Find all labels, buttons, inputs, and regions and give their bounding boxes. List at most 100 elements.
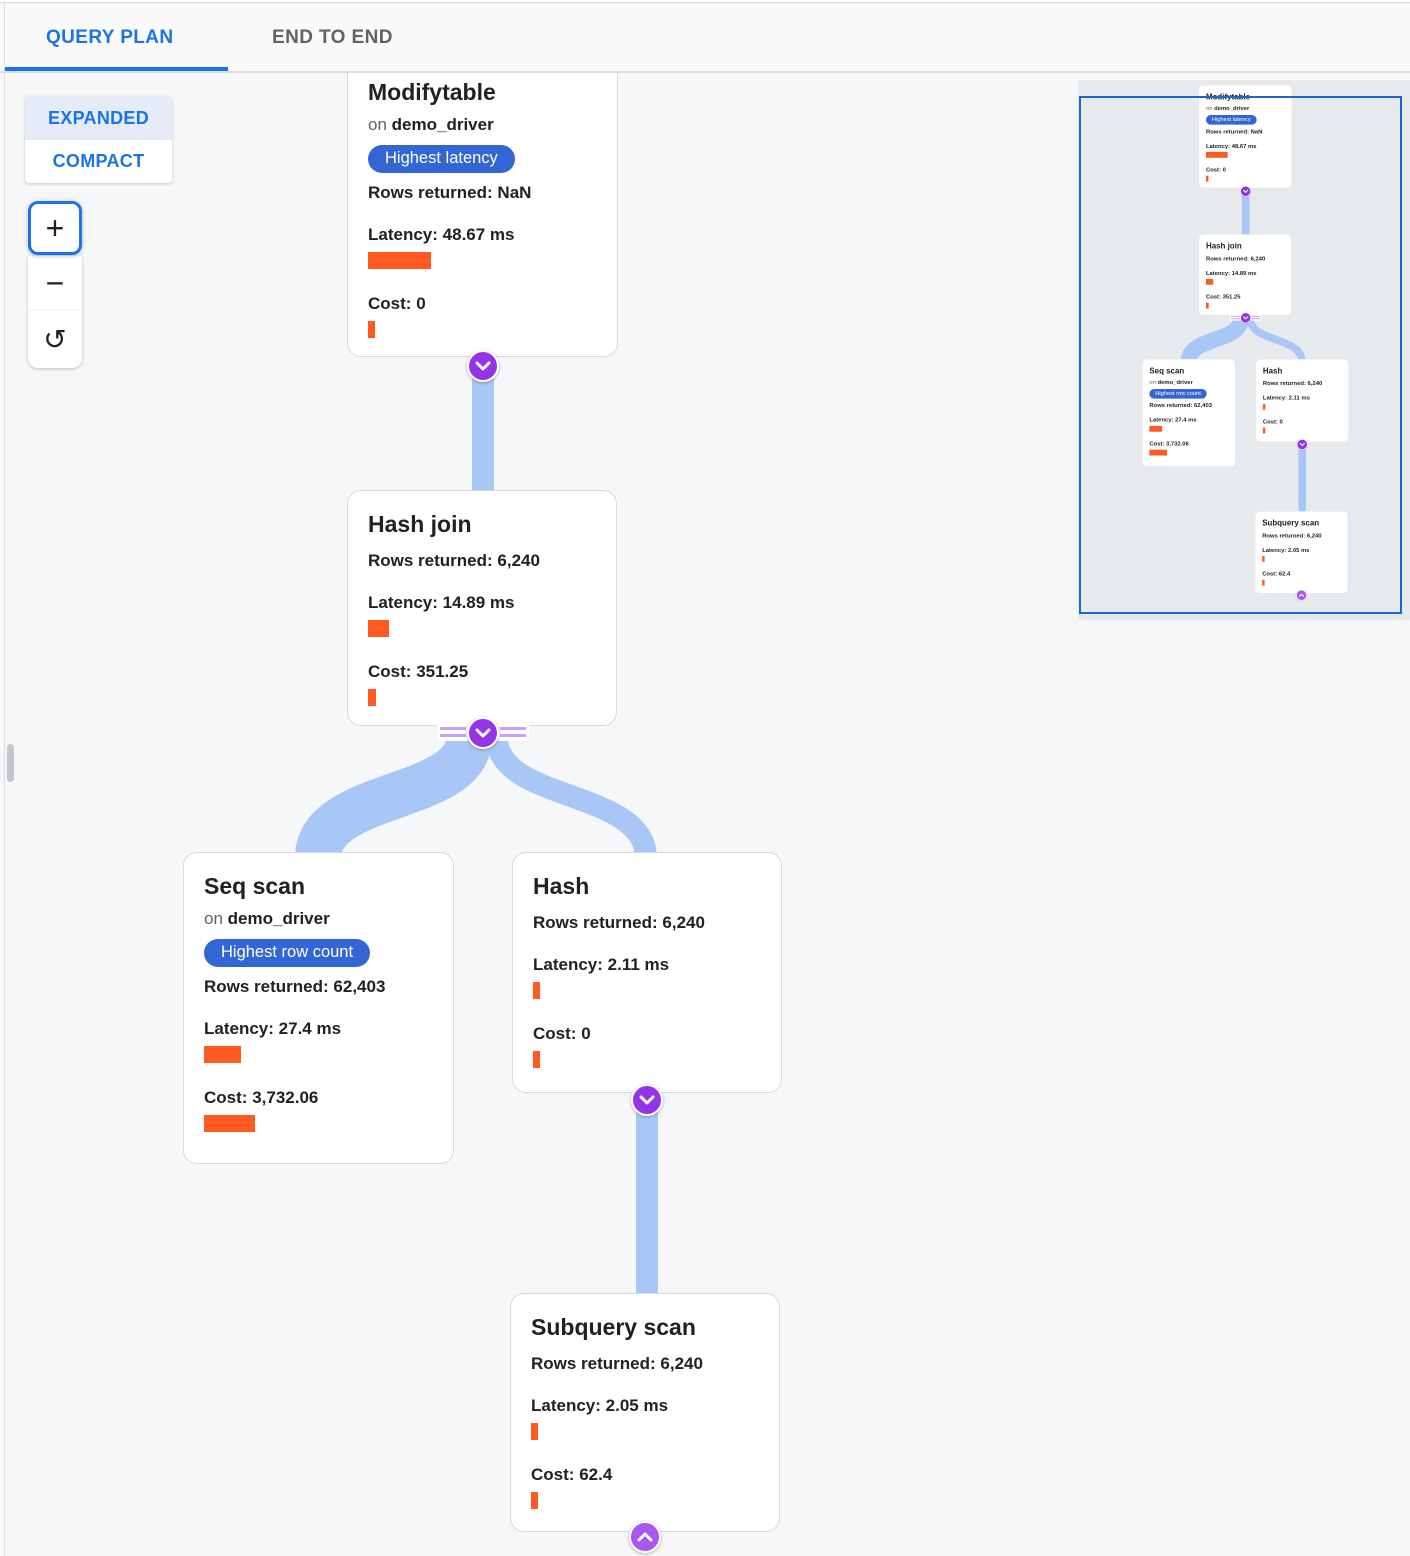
rows-returned: Rows returned: 6,240 xyxy=(531,1353,703,1373)
node-title: Hash join xyxy=(1205,241,1242,251)
collapse-toggle-hash[interactable] xyxy=(631,1084,663,1116)
split-line xyxy=(440,734,466,737)
latency: Latency: 27.4 ms xyxy=(1149,416,1197,423)
latency: Latency: 48.67 ms xyxy=(368,224,515,244)
latency-bar xyxy=(368,251,431,269)
highest-row-count-badge: Highest row count xyxy=(204,938,371,967)
node-title: Hash join xyxy=(368,511,472,537)
cost: Cost: 3,732.06 xyxy=(1149,440,1189,447)
zoom-out-button[interactable]: − xyxy=(28,256,82,311)
node-title: Subquery scan xyxy=(1262,518,1320,528)
highest-latency-badge: Highest latency xyxy=(368,144,515,173)
node-modifytable: Modifytable on demo_driver Highest laten… xyxy=(1198,85,1293,189)
chevron-up-icon xyxy=(637,1532,653,1542)
tab-end-to-end[interactable]: END TO END xyxy=(272,26,393,48)
cost-bar xyxy=(1205,302,1209,309)
node-hash-join: Hash join Rows returned: 6,240 Latency: … xyxy=(1198,234,1292,316)
expand-toggle-subquery-scan[interactable] xyxy=(629,1521,661,1553)
node-subquery-scan: Subquery scan Rows returned: 6,240 Laten… xyxy=(1254,511,1349,594)
minimap[interactable]: Modifytable on demo_driver Highest laten… xyxy=(1078,80,1410,620)
node-hash-join[interactable]: Hash join Rows returned: 6,240 Latency: … xyxy=(347,490,617,726)
latency: Latency: 2.05 ms xyxy=(1262,546,1310,554)
latency-bar xyxy=(531,1422,538,1440)
minus-icon: − xyxy=(45,265,65,301)
latency-bar xyxy=(368,619,389,637)
collapse-toggle-hash-join[interactable] xyxy=(467,717,499,749)
expanded-option[interactable]: EXPANDED xyxy=(25,96,172,140)
highest-latency-badge: Highest latency xyxy=(1205,114,1257,125)
table-name: demo_driver xyxy=(1157,378,1193,386)
view-mode-toggle: EXPANDED COMPACT xyxy=(25,96,172,183)
node-modifytable[interactable]: Modifytable on demo_driver Highest laten… xyxy=(347,58,618,357)
latency: Latency: 2.11 ms xyxy=(1262,394,1310,401)
rows-returned: Rows returned: 62,403 xyxy=(1149,401,1212,409)
latency-bar xyxy=(1205,151,1228,158)
rows-returned: Rows returned: 6,240 xyxy=(1262,379,1323,387)
node-subtitle: on demo_driver xyxy=(204,908,330,928)
node-title: Hash xyxy=(1262,366,1283,376)
edge-hashjoin-seqscan xyxy=(295,735,492,861)
plus-icon: + xyxy=(45,209,65,246)
latency-bar xyxy=(1262,555,1265,562)
rows-returned: Rows returned: NaN xyxy=(368,182,532,202)
cost: Cost: 62.4 xyxy=(1262,570,1291,577)
rows-returned: Rows returned: 6,240 xyxy=(368,550,540,570)
cost-bar xyxy=(1205,175,1209,182)
latency-bar xyxy=(1262,403,1266,410)
cost: Cost: 351.25 xyxy=(368,661,469,681)
split-line xyxy=(500,727,526,730)
latency: Latency: 2.05 ms xyxy=(531,1395,669,1415)
vertical-scrollbar-thumb[interactable] xyxy=(7,744,14,782)
table-name: demo_driver xyxy=(1214,104,1250,112)
cost-bar xyxy=(368,320,375,338)
latency-bar xyxy=(533,981,540,999)
latency-bar xyxy=(1149,425,1163,432)
chevron-down-icon xyxy=(639,1095,655,1105)
active-tab-underline xyxy=(4,67,228,71)
rotate-ccw-icon: ↺ xyxy=(43,324,67,355)
table-name: demo_driver xyxy=(227,908,330,928)
rows-returned: Rows returned: 6,240 xyxy=(533,912,705,932)
minimap-viewport-rect[interactable] xyxy=(1079,96,1402,614)
rows-returned: Rows returned: 6,240 xyxy=(1262,531,1322,539)
rows-returned: Rows returned: NaN xyxy=(1205,127,1263,135)
node-subtitle: on demo_driver xyxy=(1205,104,1250,112)
latency: Latency: 48.67 ms xyxy=(1205,142,1257,150)
cost-bar xyxy=(204,1114,255,1132)
split-line xyxy=(1251,315,1261,317)
node-subtitle: on demo_driver xyxy=(1149,378,1193,386)
node-seq-scan[interactable]: Seq scan on demo_driver Highest row coun… xyxy=(183,852,454,1164)
node-title: Seq scan xyxy=(1149,366,1185,376)
cost: Cost: 62.4 xyxy=(531,1464,613,1484)
collapse-toggle-modifytable[interactable] xyxy=(467,350,499,382)
top-border xyxy=(0,0,1410,3)
tab-query-plan[interactable]: QUERY PLAN xyxy=(46,26,174,48)
expand-toggle-subquery-scan xyxy=(1296,589,1308,601)
cost-bar xyxy=(1262,579,1265,586)
rows-returned: Rows returned: 6,240 xyxy=(1205,254,1266,262)
cost-bar xyxy=(1149,449,1167,456)
node-title: Seq scan xyxy=(204,873,305,899)
reset-zoom-button[interactable]: ↺ xyxy=(28,311,82,368)
cost-bar xyxy=(531,1491,538,1509)
chevron-up-icon xyxy=(1298,593,1305,597)
cost: Cost: 3,732.06 xyxy=(204,1087,319,1107)
table-name: demo_driver xyxy=(391,114,494,134)
latency: Latency: 14.89 ms xyxy=(368,592,515,612)
node-subquery-scan[interactable]: Subquery scan Rows returned: 6,240 Laten… xyxy=(510,1293,780,1532)
split-line xyxy=(1251,318,1261,320)
node-title: Subquery scan xyxy=(531,1314,696,1340)
compact-option[interactable]: COMPACT xyxy=(52,151,145,171)
node-hash: Hash Rows returned: 6,240 Latency: 2.11 … xyxy=(1255,358,1349,443)
node-seq-scan: Seq scan on demo_driver Highest row coun… xyxy=(1142,358,1236,467)
chevron-down-icon xyxy=(475,728,491,738)
cost-bar xyxy=(368,688,376,706)
latency-bar xyxy=(204,1045,241,1063)
highest-row-count-badge: Highest row count xyxy=(1149,388,1207,399)
latency: Latency: 27.4 ms xyxy=(204,1018,342,1038)
chevron-down-icon xyxy=(475,361,491,371)
node-title: Modifytable xyxy=(368,79,496,105)
zoom-in-button[interactable]: + xyxy=(28,201,82,255)
node-hash[interactable]: Hash Rows returned: 6,240 Latency: 2.11 … xyxy=(512,852,782,1093)
